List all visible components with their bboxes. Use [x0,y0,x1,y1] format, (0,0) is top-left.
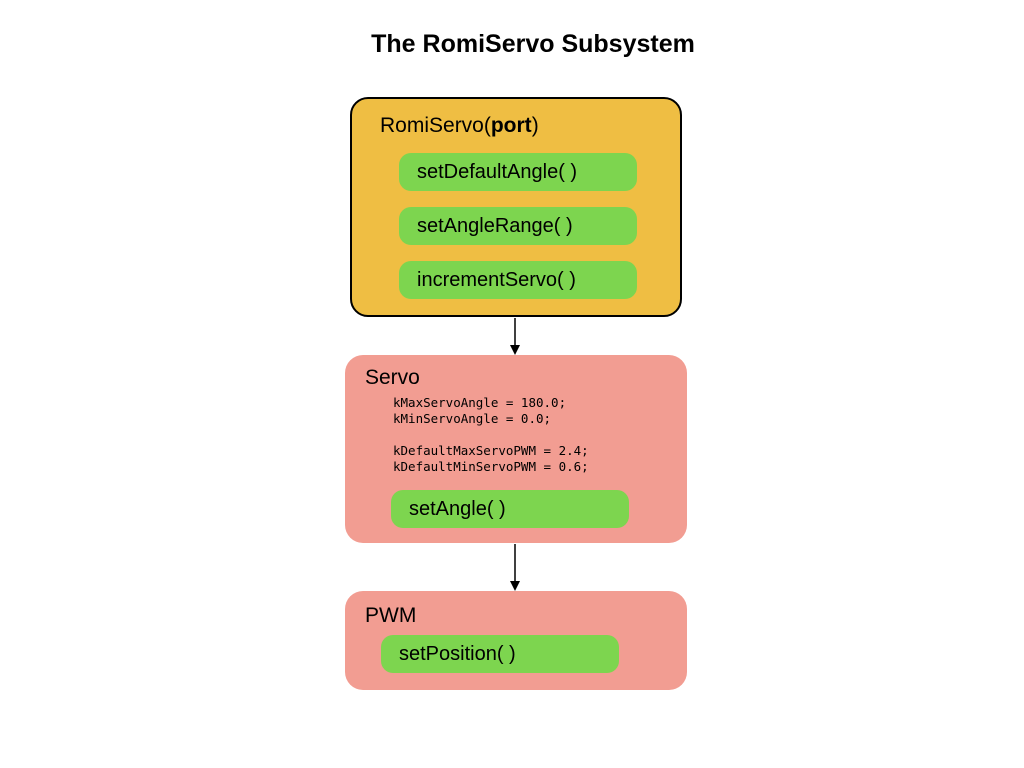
constant-k-default-max-servo-pwm: kDefaultMaxServoPWM = 2.4; [393,443,589,458]
servo-box: Servo kMaxServoAngle = 180.0; kMinServoA… [345,355,687,543]
method-set-angle: setAngle( ) [391,490,629,528]
method-set-angle-range: setAngleRange( ) [399,207,637,245]
method-set-position: setPosition( ) [381,635,619,673]
constant-k-min-servo-angle: kMinServoAngle = 0.0; [393,411,552,426]
method-increment-servo: incrementServo( ) [399,261,637,299]
romi-servo-title: RomiServo(port) [380,113,539,139]
diagram-title: The RomiServo Subsystem [371,30,695,58]
constant-k-max-servo-angle: kMaxServoAngle = 180.0; [393,395,567,410]
pwm-box: PWM setPosition( ) [345,591,687,690]
romi-servo-param: port [490,114,532,137]
romi-servo-class-name: RomiServo( [380,114,491,137]
constant-k-default-min-servo-pwm: kDefaultMinServoPWM = 0.6; [393,459,589,474]
pwm-title: PWM [365,604,417,627]
romi-servo-box: RomiServo(port) setDefaultAngle( ) setAn… [350,97,682,317]
romi-servo-close-paren: ) [531,114,539,137]
method-set-default-angle: setDefaultAngle( ) [399,153,637,191]
servo-title: Servo [365,366,420,389]
